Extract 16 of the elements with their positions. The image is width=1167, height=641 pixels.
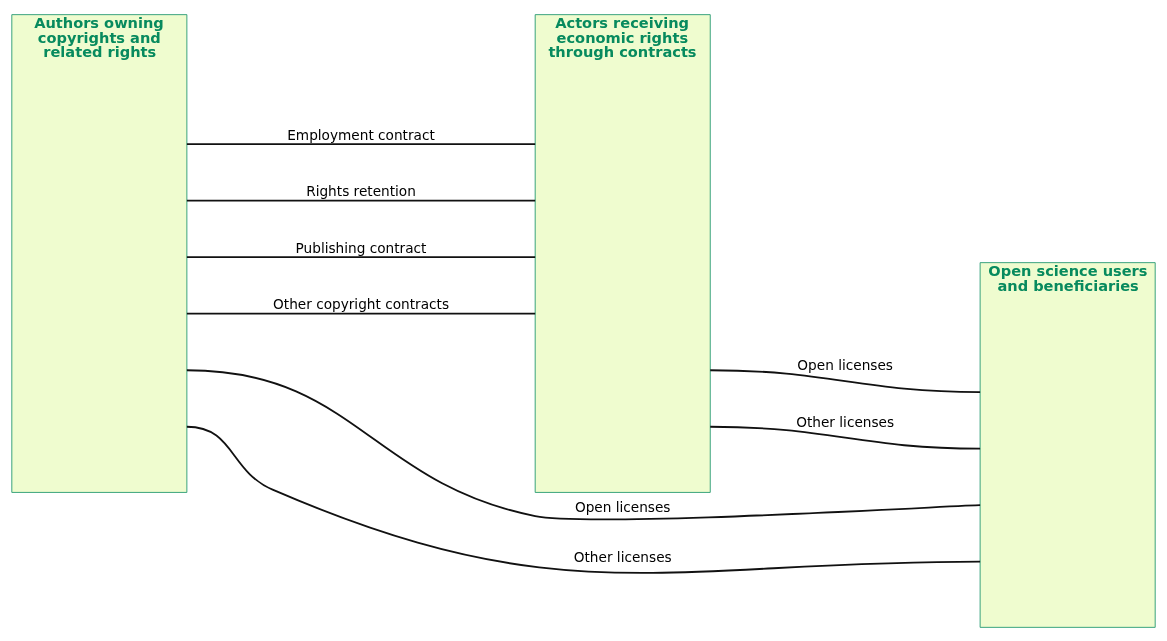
connector (185, 312, 537, 315)
connector (709, 368, 982, 393)
edge-label: Other licenses (796, 413, 895, 430)
edge-label: Employment contract (287, 126, 435, 143)
connector (185, 142, 537, 145)
connector (185, 199, 537, 202)
connector (185, 255, 537, 258)
edge-label: Rights retention (306, 182, 416, 199)
edge-label: Other copyright contracts (273, 295, 450, 312)
edge-label: Publishing contract (295, 239, 427, 256)
connector (185, 368, 982, 520)
edge-label: Open licenses (574, 498, 671, 515)
connector (185, 425, 982, 574)
connector (709, 425, 982, 450)
edge-label: Other licenses (573, 548, 672, 565)
edge-label: Open licenses (797, 356, 893, 373)
